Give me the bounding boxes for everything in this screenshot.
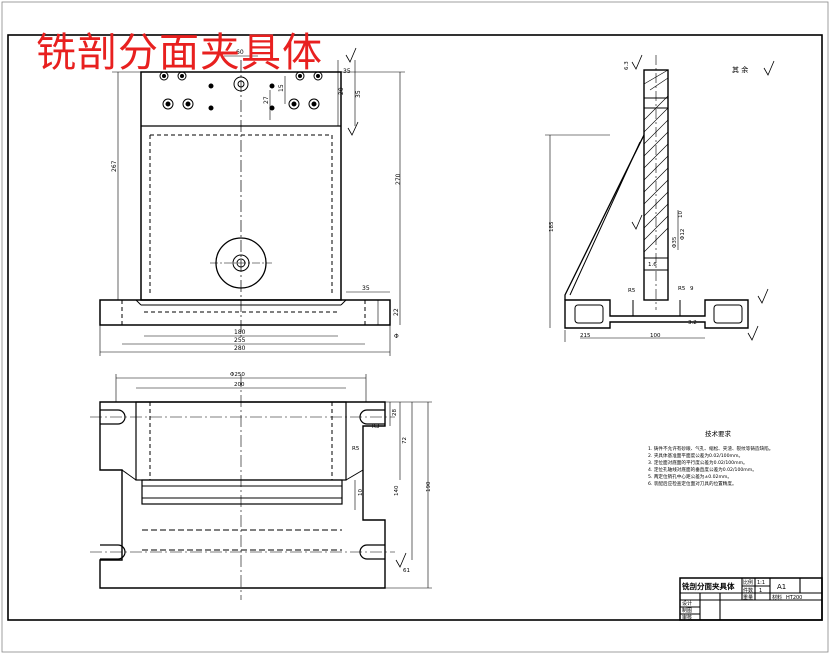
- side-view: [545, 54, 775, 342]
- dim-267: 267: [111, 160, 118, 172]
- dim-10-plan: 10: [358, 489, 364, 496]
- rough-ra-c: 1.6: [648, 262, 657, 268]
- dim-phi12: Φ12: [680, 229, 686, 240]
- tb-count: 1: [759, 588, 762, 594]
- dim-27: 27: [263, 96, 270, 104]
- side-base: [564, 299, 749, 329]
- dim-r5-plan: R5: [352, 446, 360, 452]
- dim-20: 20: [338, 87, 345, 95]
- tb-material-label: 材料: [772, 594, 782, 601]
- dim-250: Φ250: [230, 372, 245, 378]
- dim-185: 185: [549, 221, 555, 232]
- plan-view: [90, 374, 432, 600]
- dim-r5b: R5: [678, 286, 686, 292]
- tb-material: HT200: [786, 595, 802, 601]
- dim-28: 28: [392, 409, 398, 416]
- dim-r3: R3: [372, 424, 380, 430]
- dim-base-22: 22: [393, 308, 400, 316]
- tb-designer: 设计: [682, 600, 692, 607]
- inner-frame: [7, 34, 823, 621]
- overlay-title: 铣剖分面夹具体: [36, 30, 323, 76]
- tech-item-6: 6. 装配后应检查定位面对刀具的位置精度。: [648, 480, 737, 487]
- tb-sheet: A1: [777, 583, 786, 591]
- tech-item-2: 2. 夹具体基准面平面度公差为0.02/100mm。: [648, 452, 743, 459]
- dim-60: 60: [236, 49, 244, 56]
- front-top-holes: [159, 71, 323, 111]
- tb-weight-label: 重量: [743, 594, 753, 601]
- dim-72: 72: [402, 437, 408, 444]
- tb-scale: 1:1: [757, 580, 765, 586]
- dim-100: 100: [650, 333, 661, 339]
- side-rib: [564, 134, 645, 300]
- dim-base-35: 35: [362, 285, 370, 292]
- dim-140: 140: [394, 485, 400, 496]
- dim-270: 270: [395, 173, 402, 185]
- dim-15: 15: [278, 84, 285, 92]
- tb-checker: 审核: [682, 614, 692, 621]
- tech-heading: 技术要求: [705, 429, 732, 438]
- dim-10: 10: [678, 211, 684, 218]
- tb-drafter: 制图: [682, 607, 692, 614]
- dim-phi35: Φ35: [672, 236, 678, 248]
- dim-r5: R5: [628, 288, 636, 294]
- tech-item-3: 3. 定位面对底面的平行度公差为0.02/100mm。: [648, 459, 748, 466]
- dim-190: 190: [426, 481, 432, 492]
- dim-255: 255: [234, 337, 246, 344]
- dim-9: 9: [690, 286, 694, 292]
- rough-rest: 其 余: [732, 65, 748, 74]
- dim-180: 180: [234, 329, 246, 336]
- dim-61: 61: [403, 568, 410, 574]
- front-view: [99, 47, 405, 356]
- dim-280: 280: [234, 345, 246, 352]
- rough-ra: 6.3: [624, 61, 630, 70]
- dim-phi: Φ: [394, 333, 399, 340]
- tech-requirements: 技术要求 1. 铸件不允许有砂眼、气孔、缩松、夹渣、裂纹等铸造缺陷。 2. 夹具…: [648, 429, 773, 487]
- dim-35a: 35: [343, 68, 351, 75]
- tb-name: 铣剖分面夹具体: [682, 581, 735, 591]
- tb-count-label: 件数: [743, 587, 753, 594]
- rough-ra-b: 3.2: [688, 320, 697, 326]
- tb-scale-label: 比例: [743, 579, 753, 586]
- title-block: [679, 577, 823, 621]
- tech-item-4: 4. 定位孔轴线对底面的垂直度公差为0.02/100mm。: [648, 466, 757, 473]
- dim-200: 200: [234, 382, 245, 388]
- dim-215: 215: [580, 333, 591, 339]
- tech-item-5: 5. 两定位销孔中心距公差为±0.02mm。: [648, 473, 732, 480]
- dim-35b: 35: [355, 90, 362, 98]
- tech-item-1: 1. 铸件不允许有砂眼、气孔、缩松、夹渣、裂纹等铸造缺陷。: [648, 445, 773, 452]
